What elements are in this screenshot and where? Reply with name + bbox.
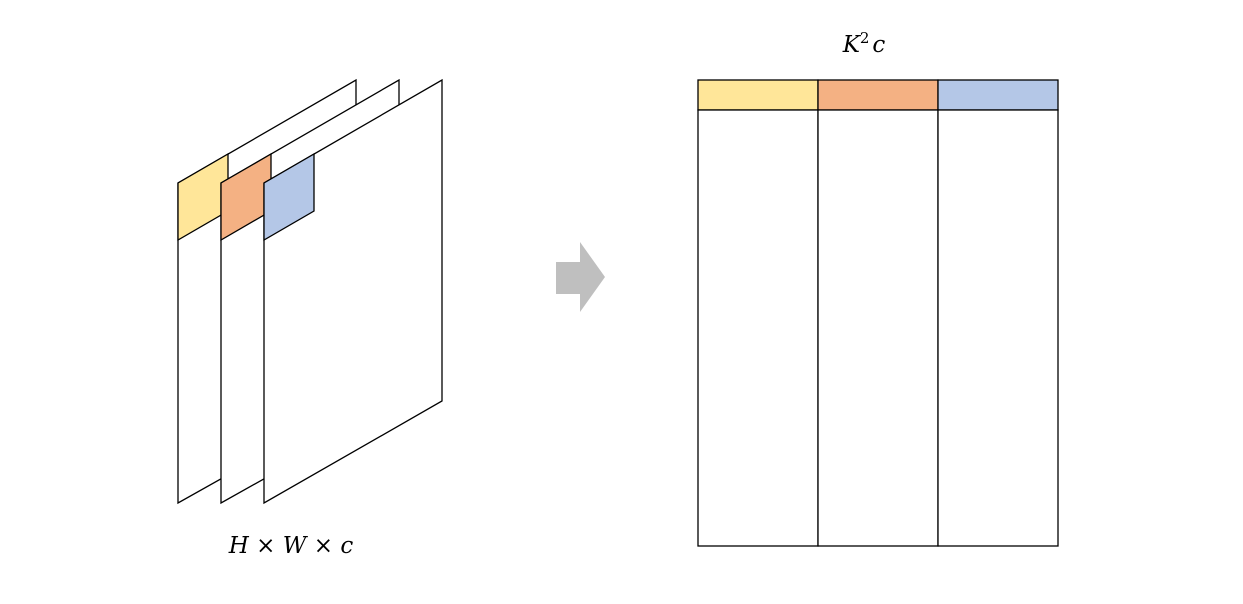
matrix-column-1 — [697, 109, 819, 547]
label-c: c — [340, 533, 353, 559]
feature-map-layer-3 — [263, 78, 443, 505]
label-k-c: c — [872, 32, 885, 58]
layer-3-patch — [263, 152, 315, 242]
feature-map-stack — [177, 78, 443, 505]
label-k: K — [842, 32, 862, 58]
matrix-column-2 — [817, 109, 939, 547]
matrix-header-yellow — [697, 79, 819, 111]
unrolled-matrix — [697, 79, 1059, 547]
right-arrow-icon — [556, 242, 605, 312]
matrix-column-3 — [937, 109, 1059, 547]
matrix-header-blue — [937, 79, 1059, 111]
label-w: W — [283, 533, 309, 559]
label-times-2: × — [306, 533, 340, 559]
feature-map-dimension-label: H × W × c — [228, 533, 354, 559]
label-h: H — [228, 533, 250, 559]
label-superscript: 2 — [860, 29, 870, 47]
label-times-1: × — [249, 533, 283, 559]
matrix-header-orange — [817, 79, 939, 111]
